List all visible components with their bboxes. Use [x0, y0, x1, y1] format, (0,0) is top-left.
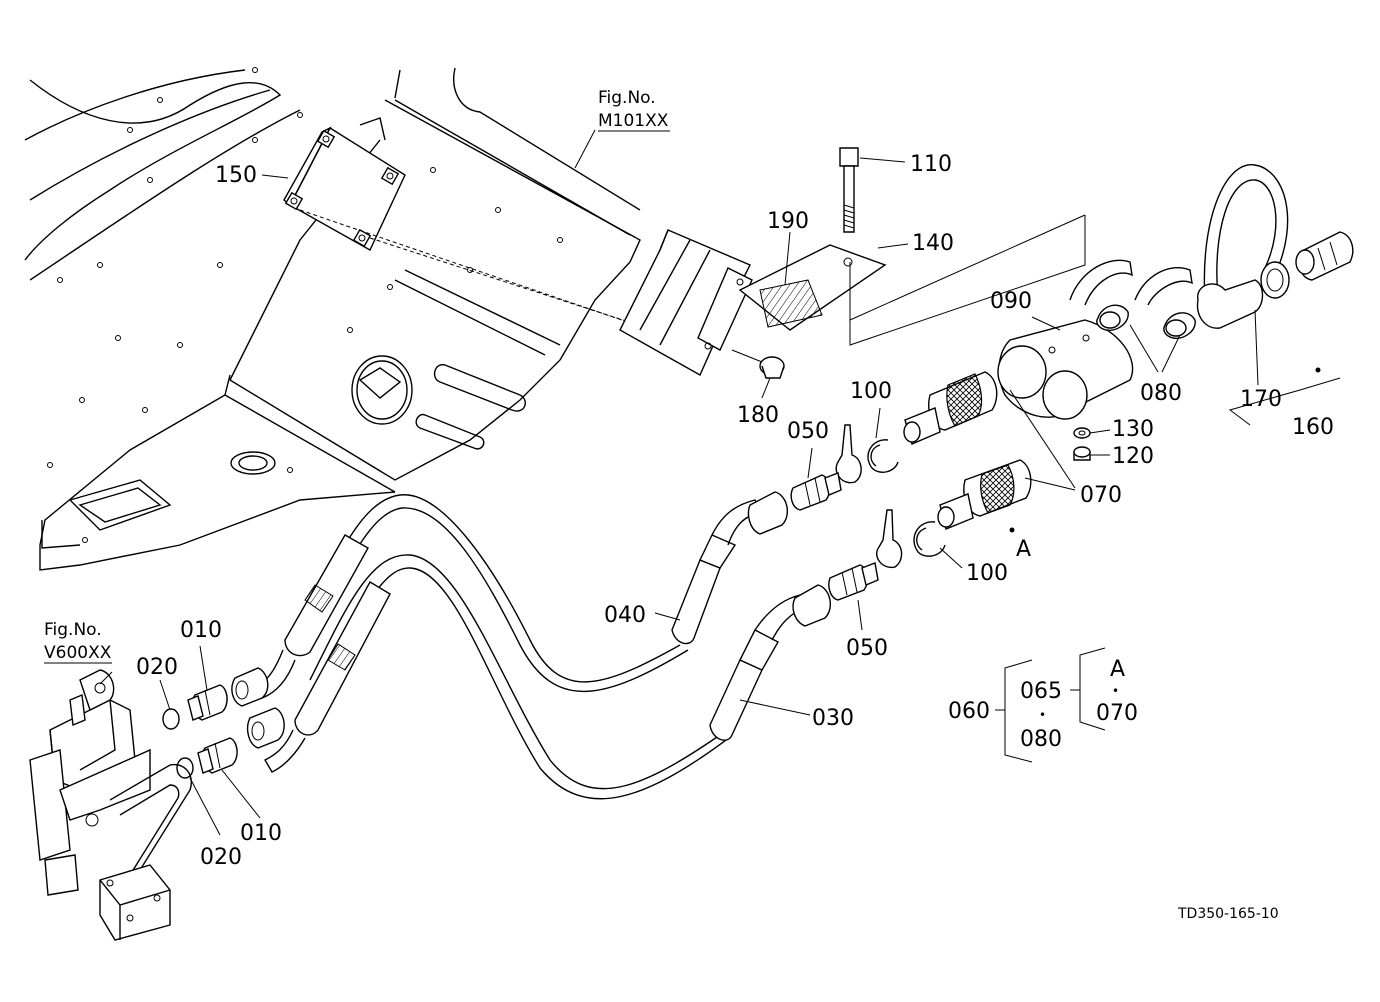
leader-lines	[99, 129, 1341, 836]
part-label-180[interactable]: 180	[737, 403, 779, 428]
part-label-020b[interactable]: 020	[200, 845, 242, 870]
fig-ref-v600[interactable]: Fig.No. V600XX	[44, 620, 112, 664]
part-label-110[interactable]: 110	[910, 152, 952, 177]
couplers-070	[903, 371, 1032, 533]
part-label-160[interactable]: 160	[1292, 415, 1334, 440]
bracket-140	[619, 229, 887, 376]
part-label-150[interactable]: 150	[215, 163, 257, 188]
part-label-070[interactable]: 070	[1080, 483, 1122, 508]
part-label-060[interactable]: 060	[948, 699, 990, 724]
plate-150	[283, 126, 406, 251]
part-label-170[interactable]: 170	[1240, 387, 1282, 412]
group-a-label[interactable]: A	[1110, 657, 1125, 682]
part-label-090[interactable]: 090	[990, 289, 1032, 314]
a-marker[interactable]: A	[1016, 537, 1031, 562]
hoses	[231, 491, 832, 800]
fittings-010-020	[162, 684, 238, 779]
quick-coupler-160	[1295, 231, 1354, 373]
washer-nut-130-120	[1073, 427, 1091, 461]
adapters-050	[790, 472, 879, 601]
part-label-100a[interactable]: 100	[850, 379, 892, 404]
shackle-170	[1196, 164, 1290, 329]
part-label-050a[interactable]: 050	[787, 419, 829, 444]
fig-ref-v600-prefix: Fig.No.	[44, 620, 102, 640]
coupler-block-090	[997, 319, 1134, 420]
part-label-080b[interactable]: 080	[1020, 727, 1062, 752]
part-label-030[interactable]: 030	[812, 706, 854, 731]
drawing-code: TD350-165-10	[1177, 906, 1279, 922]
snap-rings-100	[835, 424, 946, 569]
fig-ref-v600-code: V600XX	[44, 643, 112, 663]
group-brackets	[995, 647, 1106, 763]
part-label-020a[interactable]: 020	[136, 655, 178, 680]
part-label-190[interactable]: 190	[767, 209, 809, 234]
part-label-100b[interactable]: 100	[966, 561, 1008, 586]
part-label-070b[interactable]: 070	[1096, 701, 1138, 726]
part-label-040[interactable]: 040	[604, 603, 646, 628]
fig-ref-m101-prefix: Fig.No.	[598, 88, 656, 108]
group-dot-2: •	[1112, 684, 1119, 698]
fig-ref-m101[interactable]: Fig.No. M101XX	[598, 88, 670, 132]
part-label-050b[interactable]: 050	[846, 636, 888, 661]
part-labels: 150 110 190 140 090 080 170 160 100 180 …	[136, 152, 1334, 870]
part-label-140[interactable]: 140	[912, 231, 954, 256]
part-label-065[interactable]: 065	[1020, 679, 1062, 704]
lock-pins-080	[1069, 259, 1196, 339]
bolt-110	[839, 147, 859, 233]
tractor-body	[24, 67, 641, 571]
part-label-010b[interactable]: 010	[240, 821, 282, 846]
fig-ref-m101-code: M101XX	[598, 111, 669, 131]
body-holes	[47, 67, 563, 543]
part-label-010a[interactable]: 010	[180, 618, 222, 643]
part-label-080[interactable]: 080	[1140, 381, 1182, 406]
part-label-120[interactable]: 120	[1112, 444, 1154, 469]
group-dot-1: •	[1039, 708, 1046, 722]
part-label-130[interactable]: 130	[1112, 417, 1154, 442]
bolt-180	[731, 349, 785, 379]
valve-assembly	[29, 669, 192, 941]
